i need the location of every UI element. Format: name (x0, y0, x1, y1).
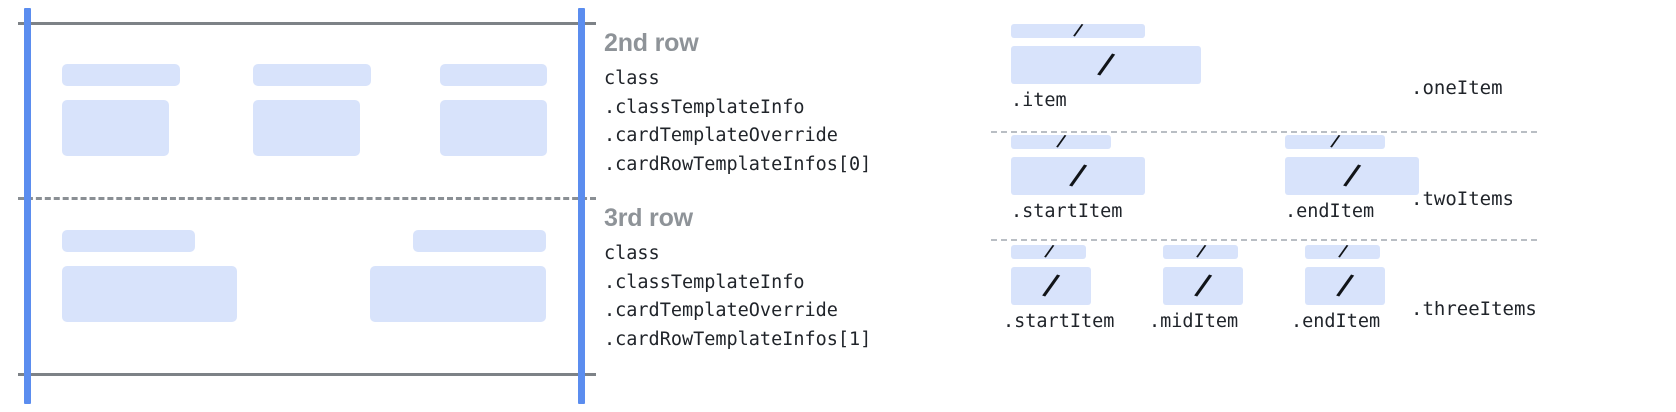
slot-large-bar: / (1163, 267, 1243, 305)
annotation-block-second-row: 2nd row class .classTemplateInfo .cardTe… (604, 28, 871, 179)
slot-caption: .startItem (1003, 311, 1115, 332)
second-row-cell-2-large-bar (253, 100, 360, 156)
card-bottom-rule (18, 373, 596, 376)
slash-icon: / (1336, 245, 1349, 259)
variant-slot: / / .item (1011, 24, 1201, 113)
slot-small-bar: / (1011, 245, 1086, 259)
card-top-rule (18, 22, 596, 25)
slot-caption: .item (1011, 90, 1067, 111)
slash-icon: / (1067, 157, 1089, 194)
annotation-block-third-row: 3rd row class .classTemplateInfo .cardTe… (604, 203, 871, 354)
slash-icon: / (1055, 135, 1068, 149)
slash-icon: / (1341, 157, 1363, 194)
annotation-heading: 2nd row (604, 29, 699, 57)
third-row-cell-2-small-bar (413, 230, 546, 252)
annotation-line: .cardTemplateOverride (604, 125, 838, 146)
slot-small-bar: / (1305, 245, 1380, 259)
annotation-line: .classTemplateInfo (604, 271, 805, 293)
item-variants-column: / / .item .oneItem / / .startItem (985, 0, 1676, 412)
slot-caption: .midItem (1149, 311, 1239, 332)
slot-large-bar: / (1011, 157, 1145, 195)
card-template-row-diagram (0, 0, 600, 412)
second-row-cell-3-small-bar (440, 64, 547, 86)
row-divider-dashed (18, 197, 596, 200)
slot-small-bar: / (1011, 24, 1145, 38)
second-row-cell-2-small-bar (253, 64, 371, 86)
slot-small-bar: / (1011, 135, 1111, 149)
variant-slot: / / .startItem (1011, 135, 1145, 224)
slot-large-bar: / (1011, 267, 1091, 305)
slash-icon: / (1194, 245, 1207, 259)
variant-slot: / / .endItem (1291, 245, 1385, 334)
slash-icon: / (1095, 46, 1117, 83)
annotation-line: .cardRowTemplateInfos[0] (604, 153, 872, 175)
variant-slot: / / .endItem (1285, 135, 1419, 224)
two-items-variant: / / .startItem / / .endItem .twoItems (985, 135, 1676, 240)
slot-small-bar: / (1163, 245, 1238, 259)
variant-slot: / / .startItem (1003, 245, 1114, 334)
second-row-cell-1-large-bar (62, 100, 169, 156)
variant-label: .threeItems (1411, 298, 1537, 320)
annotation-line: .cardRowTemplateInfos[1] (604, 328, 872, 350)
third-row-cell-1-small-bar (62, 230, 195, 252)
slot-small-bar: / (1285, 135, 1385, 149)
variant-label: .oneItem (1411, 77, 1503, 99)
one-item-variant: / / .item .oneItem (985, 24, 1676, 129)
slash-icon: / (1334, 267, 1356, 304)
slash-icon: / (1040, 267, 1062, 304)
right-guide-bar (578, 8, 585, 404)
slash-icon: / (1042, 245, 1055, 259)
annotation-heading: 3rd row (604, 204, 693, 232)
variant-divider-dashed (991, 131, 1537, 133)
slot-caption: .endItem (1291, 311, 1381, 332)
slot-large-bar: / (1285, 157, 1419, 195)
third-row-cell-2-large-bar (370, 266, 546, 322)
slash-icon: / (1192, 267, 1214, 304)
variant-divider-dashed (991, 239, 1537, 241)
annotation-line: class (604, 243, 660, 264)
slot-caption: .endItem (1285, 201, 1375, 222)
three-items-variant: / / .startItem / / .midItem / (985, 245, 1676, 355)
annotation-line: .cardTemplateOverride (604, 300, 838, 321)
slash-icon: / (1329, 135, 1342, 149)
variant-slot: / / .midItem (1149, 245, 1243, 334)
annotation-column: 2nd row class .classTemplateInfo .cardTe… (604, 0, 976, 412)
left-guide-bar (24, 8, 31, 404)
third-row-cell-1-large-bar (62, 266, 237, 322)
variant-label: .twoItems (1411, 188, 1514, 210)
annotation-line: class (604, 68, 660, 89)
slash-icon: / (1072, 24, 1085, 38)
annotation-line: .classTemplateInfo (604, 96, 805, 118)
second-row-cell-3-large-bar (440, 100, 547, 156)
slot-caption: .startItem (1011, 201, 1123, 222)
slot-large-bar: / (1305, 267, 1385, 305)
slot-large-bar: / (1011, 46, 1201, 84)
second-row-cell-1-small-bar (62, 64, 180, 86)
